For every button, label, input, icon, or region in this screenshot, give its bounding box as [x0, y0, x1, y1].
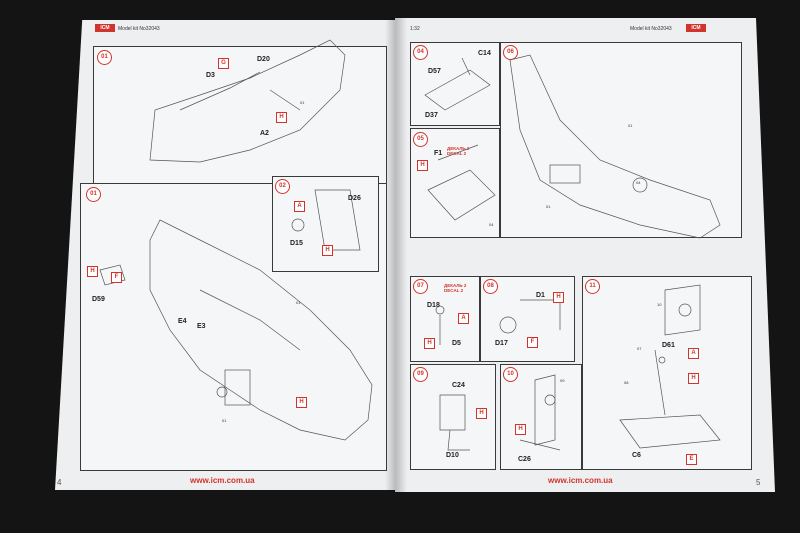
brand-logo-right: ICM [686, 24, 706, 32]
kit-number-left: Model kit No32043 [118, 26, 160, 32]
part-label-d37: D37 [425, 112, 438, 119]
step-ref: 04 [489, 222, 494, 227]
decal-note-en: DECAL 2 [447, 151, 467, 156]
part-label-d15: D15 [290, 240, 303, 247]
panel-step-06 [500, 42, 742, 238]
step-number-08: 08 [483, 279, 498, 294]
floor-part [424, 69, 491, 111]
step-number-09: 09 [413, 367, 428, 382]
color-tag-h: H [417, 160, 428, 171]
book-gutter [385, 18, 407, 492]
step-ref: 01 [628, 123, 633, 128]
part-label-d3: D3 [206, 72, 215, 79]
part-label-d20: D20 [257, 56, 270, 63]
part-label-c24: C24 [452, 382, 465, 389]
step-ref: 10 [657, 302, 662, 307]
part-c24 [439, 394, 466, 431]
decal-note-ru: ДЕКАЛЬ 2 [447, 146, 470, 151]
step-ref: 01 [546, 204, 551, 209]
part-label-e3: E3 [197, 323, 206, 330]
part-label-d59: D59 [92, 296, 105, 303]
color-tag-h: H [87, 266, 98, 277]
part-label-d10: D10 [446, 452, 459, 459]
step-number-05: 05 [413, 132, 428, 147]
fuselage-half-step01b [149, 219, 373, 441]
scale-label: 1:32 [410, 26, 420, 32]
website-url-right: www.icm.com.ua [548, 476, 613, 485]
color-tag-h: H [296, 397, 307, 408]
step-ref: 04 [636, 180, 641, 185]
decal-note-en: DECAL 2 [444, 288, 464, 293]
color-tag-h: H [553, 292, 564, 303]
color-tag-h: H [424, 338, 435, 349]
panel-step-10 [500, 364, 582, 470]
seat-back [664, 284, 701, 336]
decal-note-ru: ДЕКАЛЬ 2 [444, 283, 467, 288]
step-ref: 01 [300, 100, 305, 105]
part-label-e4: E4 [178, 318, 187, 325]
floor-c6 [619, 414, 721, 449]
part-seat [534, 374, 556, 446]
decal-note-step07: ДЕКАЛЬ 2 DECAL 2 [444, 283, 466, 293]
decal-note-step05: ДЕКАЛЬ 2 DECAL 2 [447, 146, 469, 156]
part-label-d26: D26 [348, 195, 361, 202]
color-tag-g: G [218, 58, 229, 69]
step-ref: 08 [624, 380, 629, 385]
step-ref: 01 [296, 300, 301, 305]
part-label-c6: C6 [632, 452, 641, 459]
panel-step-02 [272, 176, 379, 272]
part-label-d17: D17 [495, 340, 508, 347]
color-tag-h: H [476, 408, 487, 419]
step-number-01b: 01 [86, 187, 101, 202]
fuselage-step06 [509, 54, 721, 239]
step-ref: 07 [637, 346, 642, 351]
part-label-c26: C26 [518, 456, 531, 463]
kit-number-right: Model kit No32043 [630, 26, 672, 32]
part-label-c14: C14 [478, 50, 491, 57]
part-label-d5: D5 [452, 340, 461, 347]
page-number-left: 4 [57, 478, 62, 487]
color-tag-h: H [322, 245, 333, 256]
part-label-a2: A2 [260, 130, 269, 137]
color-tag-a: A [458, 313, 469, 324]
color-tag-a: A [294, 201, 305, 212]
part-label-d18: D18 [427, 302, 440, 309]
part-label-d1: D1 [536, 292, 545, 299]
step-ref: 01 [222, 418, 227, 423]
step-number-06: 06 [503, 45, 518, 60]
color-tag-e: E [686, 454, 697, 465]
color-tag-h: H [688, 373, 699, 384]
color-tag-f: F [111, 272, 122, 283]
brand-logo-left: ICM [95, 24, 115, 32]
panel-part [427, 169, 496, 221]
step-number-02: 02 [275, 179, 290, 194]
step-number-07: 07 [413, 279, 428, 294]
step-number-11: 11 [585, 279, 600, 294]
color-tag-a: A [688, 348, 699, 359]
part-label-d57: D57 [428, 68, 441, 75]
frame-d26 [314, 189, 361, 251]
part-label-d61: D61 [662, 342, 675, 349]
page-number-right: 5 [756, 478, 761, 487]
step-number-01a: 01 [97, 50, 112, 65]
part-label-f1: F1 [434, 150, 443, 157]
step-ref: 09 [560, 378, 565, 383]
website-url-left: www.icm.com.ua [190, 476, 255, 485]
color-tag-h: H [515, 424, 526, 435]
step-number-10: 10 [503, 367, 518, 382]
panel-step-11 [582, 276, 752, 470]
fuselage-half-a2 [149, 39, 346, 163]
color-tag-f: F [527, 337, 538, 348]
step-number-04: 04 [413, 45, 428, 60]
color-tag-h: H [276, 112, 287, 123]
